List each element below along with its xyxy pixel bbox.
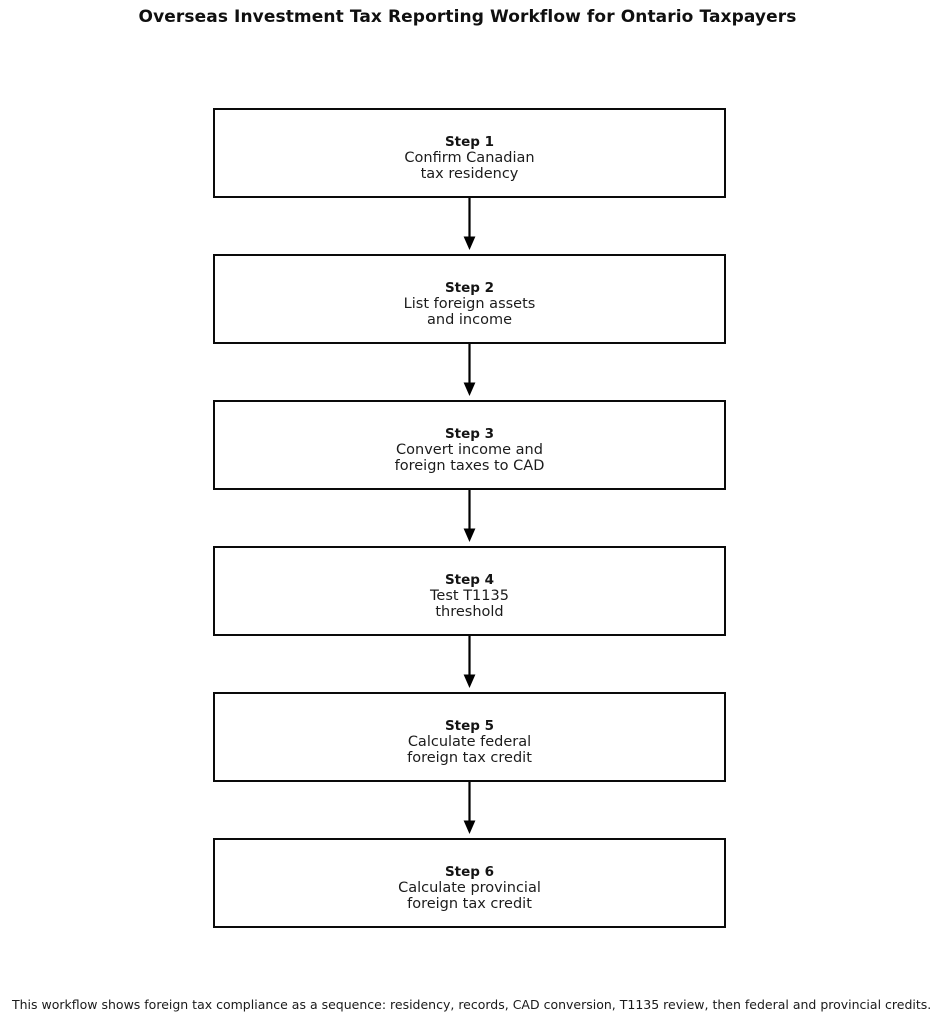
node-text-line-1: Test T1135 <box>430 587 509 604</box>
flow-edge-step-3-step-4 <box>213 490 726 546</box>
flow-node-step-3[interactable]: Step 3 Convert income and foreign taxes … <box>213 400 726 490</box>
node-wrapper-step-4: Step 4 Test T1135 threshold <box>213 546 726 636</box>
node-text-line-2: and income <box>427 311 512 328</box>
node-text-line-1: Calculate federal <box>407 733 532 750</box>
node-step-label: Step 6 <box>444 863 495 880</box>
node-text-line-1: Confirm Canadian <box>404 149 535 166</box>
node-step-label: Step 5 <box>444 717 495 734</box>
node-wrapper-step-6: Step 6 Calculate provincial foreign tax … <box>213 838 726 928</box>
flow-node-step-6[interactable]: Step 6 Calculate provincial foreign tax … <box>213 838 726 928</box>
node-text-line-1: Convert income and <box>396 441 543 458</box>
flow-node-step-1[interactable]: Step 1 Confirm Canadian tax residency <box>213 108 726 198</box>
node-text-line-2: threshold <box>435 603 504 620</box>
node-wrapper-step-3: Step 3 Convert income and foreign taxes … <box>213 400 726 490</box>
page-title: Overseas Investment Tax Reporting Workfl… <box>138 7 797 27</box>
flow-edge-step-5-step-6 <box>213 782 726 838</box>
flow-edge-step-1-step-2 <box>213 198 726 254</box>
figure-caption: This workflow shows foreign tax complian… <box>12 997 932 1012</box>
flow-node-step-4[interactable]: Step 4 Test T1135 threshold <box>213 546 726 636</box>
node-step-label: Step 4 <box>444 571 495 588</box>
node-text-line-2: foreign taxes to CAD <box>394 457 545 474</box>
node-text-line-2: foreign tax credit <box>407 895 532 912</box>
node-text-line-2: tax residency <box>420 165 519 182</box>
node-wrapper-step-1: Step 1 Confirm Canadian tax residency <box>213 108 726 198</box>
node-text-line-2: foreign tax credit <box>407 749 532 766</box>
flow-node-step-5[interactable]: Step 5 Calculate federal foreign tax cre… <box>213 692 726 782</box>
node-text-line-1: List foreign assets <box>403 295 536 312</box>
node-wrapper-step-5: Step 5 Calculate federal foreign tax cre… <box>213 692 726 782</box>
flow-edge-step-4-step-5 <box>213 636 726 692</box>
node-wrapper-step-2: Step 2 List foreign assets and income <box>213 254 726 344</box>
node-step-label: Step 1 <box>444 133 495 150</box>
node-text-line-1: Calculate provincial <box>398 879 541 896</box>
node-step-label: Step 2 <box>444 279 495 296</box>
node-step-label: Step 3 <box>444 425 495 442</box>
flow-edge-step-2-step-3 <box>213 344 726 400</box>
flow-node-step-2[interactable]: Step 2 List foreign assets and income <box>213 254 726 344</box>
flow-column: Step 1 Confirm Canadian tax residency St… <box>213 108 726 928</box>
